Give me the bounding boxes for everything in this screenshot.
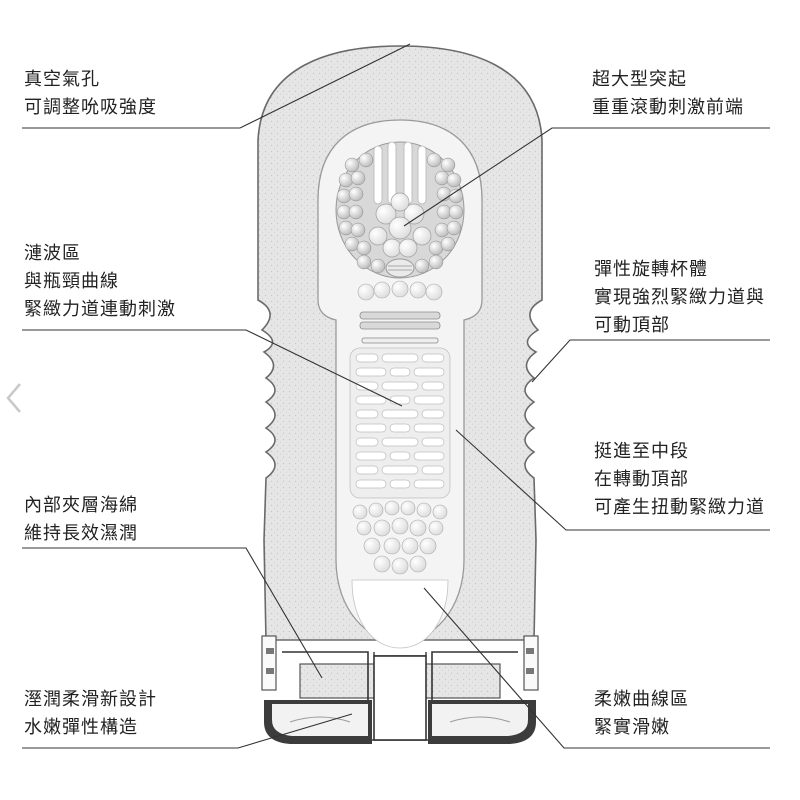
callout-line: 柔嫩曲線區 — [594, 689, 689, 710]
callout-line: 可動頂部 — [594, 315, 670, 336]
callout-vacuum-hole: 真空氣孔 可調整吮吸強度 — [24, 66, 157, 122]
callout-line: 內部夾層海綿 — [24, 495, 138, 516]
callout-line: 彈性旋轉杯體 — [594, 259, 708, 280]
callout-ripple: 漣波區 與瓶頸曲線 緊緻力道連動刺激 — [24, 240, 176, 324]
callout-line: 溼潤柔滑新設計 — [24, 689, 157, 710]
callout-line: 真空氣孔 — [24, 69, 100, 90]
chevron-left-icon[interactable] — [2, 378, 28, 418]
callout-line: 在轉動頂部 — [594, 469, 689, 490]
callout-line: 水嫩彈性構造 — [24, 717, 138, 738]
callout-line: 挺進至中段 — [594, 441, 689, 462]
callout-line: 緊緻力道連動刺激 — [24, 299, 176, 320]
callout-line: 實現強烈緊緻力道與 — [594, 287, 765, 308]
rib-section — [349, 347, 451, 499]
callout-tip: 超大型突起 重重滾動刺激前端 — [592, 66, 744, 122]
callout-line: 漣波區 — [24, 243, 81, 264]
neck-nubs — [357, 280, 443, 301]
callout-line: 與瓶頸曲線 — [24, 271, 119, 292]
leader-lines — [22, 43, 770, 749]
callout-base: 溼潤柔滑新設計 水嫩彈性構造 — [24, 686, 157, 742]
neck-rings — [359, 311, 441, 344]
callout-line: 維持長效濕潤 — [24, 523, 138, 544]
leader-sponge — [22, 547, 323, 679]
leader-soft — [423, 587, 770, 749]
leader-vacuum — [22, 43, 411, 129]
callout-line: 超大型突起 — [592, 69, 687, 90]
callout-soft: 柔嫩曲線區 緊實滑嫩 — [594, 686, 689, 742]
lower-bubbles — [352, 500, 448, 575]
callout-line: 可調整吮吸強度 — [24, 97, 157, 118]
base-structure — [261, 635, 539, 744]
tip-nub-cluster — [335, 141, 465, 279]
soft-curve-bulb — [351, 579, 449, 649]
leader-mid — [455, 429, 770, 531]
leader-base — [22, 713, 353, 749]
callout-sponge: 內部夾層海綿 維持長效濕潤 — [24, 492, 138, 548]
callout-mid: 挺進至中段 在轉動頂部 可產生扭動緊緻力道 — [594, 438, 765, 522]
callout-cup: 彈性旋轉杯體 實現強烈緊緻力道與 可動頂部 — [594, 256, 765, 340]
callout-line: 重重滾動刺激前端 — [592, 97, 744, 118]
leader-tip — [403, 127, 770, 227]
callout-line: 可產生扭動緊緻力道 — [594, 497, 765, 518]
leader-cup — [531, 339, 770, 383]
leader-ripple — [22, 329, 403, 407]
callout-line: 緊實滑嫩 — [594, 717, 670, 738]
